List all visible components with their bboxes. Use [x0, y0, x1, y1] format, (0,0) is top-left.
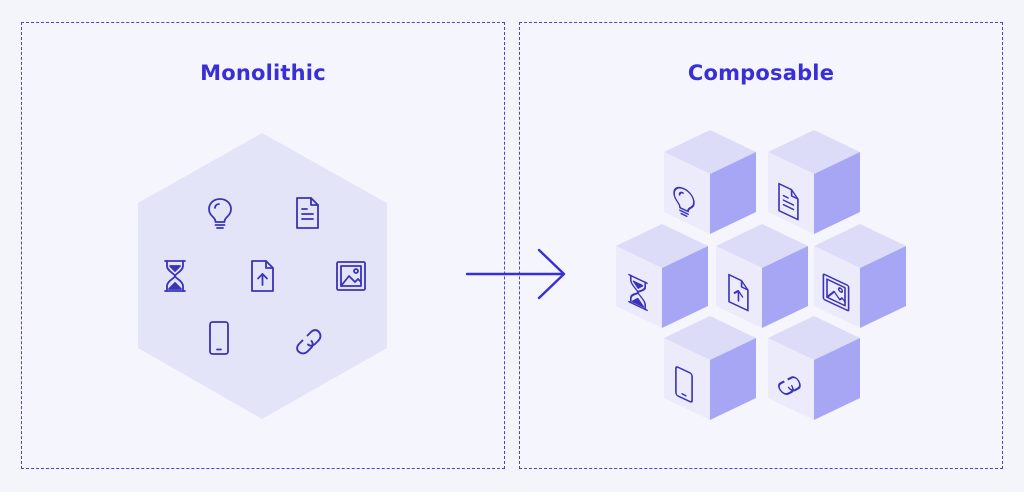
monolithic-title: Monolithic: [200, 61, 326, 85]
cube-document: [768, 130, 860, 234]
composable-title: Composable: [687, 61, 835, 85]
cube-smartphone: [664, 316, 756, 420]
cube-link: [768, 316, 860, 420]
cube-image: [814, 224, 906, 328]
cube-hourglass: [616, 224, 708, 328]
arrow-right-icon: [465, 248, 566, 300]
cube-file-upload: [716, 224, 808, 328]
cube-lightbulb: [664, 130, 756, 234]
